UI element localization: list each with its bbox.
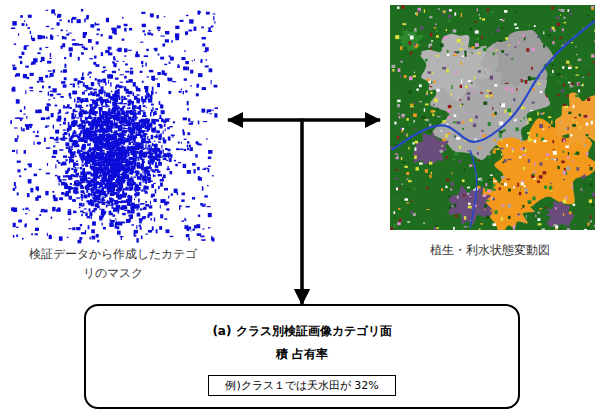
mask-image <box>10 9 218 243</box>
figure-caption: 植生・利水状態変動図 <box>390 241 590 260</box>
map-image <box>390 5 595 230</box>
figure-caption: 検証データから作成したカテゴリのマスク <box>24 245 202 283</box>
map-figure: 植生・利水状態変動図 <box>385 5 595 260</box>
result-box: (a) クラス別検証画像カテゴリ面積 占有率例)クラス１では天水田が 32% <box>84 304 520 409</box>
example-box: 例)クラス１では天水田が 32% <box>208 375 395 396</box>
box-text: (a) クラス別検証画像カテゴリ面積 占有率 <box>207 320 397 366</box>
connector-arrow <box>228 120 302 304</box>
mask-figure: 検証データから作成したカテゴリのマスク <box>5 5 220 283</box>
connector-arrow <box>302 120 380 304</box>
box-text: 例)クラス１では天水田が 32% <box>225 378 378 393</box>
